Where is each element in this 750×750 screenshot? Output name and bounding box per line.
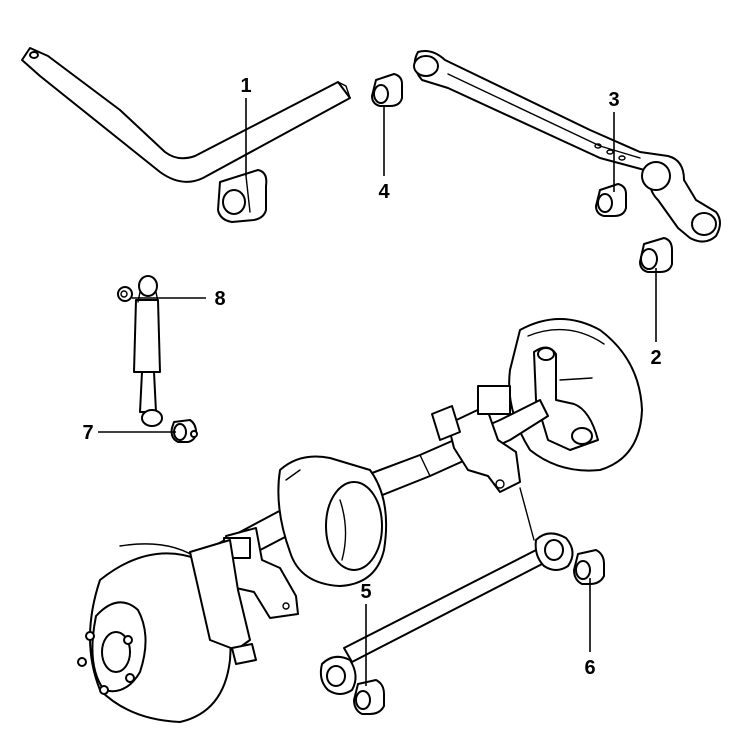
callout-6: 6	[584, 657, 595, 679]
callout-2: 2	[650, 347, 661, 369]
bush-5	[353, 679, 385, 715]
callout-1: 1	[240, 75, 251, 97]
bush-3	[595, 183, 627, 217]
lower-control-arm	[319, 487, 574, 695]
shock-bush-8	[117, 286, 133, 302]
shock-bush-7	[170, 419, 198, 443]
callout-8: 8	[214, 288, 225, 310]
callout-labels: 1 2 3 4 5 6 7 8	[82, 75, 661, 679]
right-brake-assembly	[508, 318, 643, 472]
callout-5: 5	[360, 581, 371, 603]
left-brake-disc	[77, 539, 257, 723]
callout-7: 7	[82, 422, 93, 444]
upper-control-arm	[413, 50, 721, 243]
callout-3: 3	[608, 89, 619, 111]
callout-4: 4	[378, 181, 390, 203]
bush-2	[639, 237, 673, 273]
differential-housing	[277, 455, 388, 587]
bush-4	[371, 73, 403, 107]
stabilizer-bush-1	[217, 169, 268, 223]
bush-6	[573, 549, 605, 585]
shock-absorber	[133, 275, 163, 427]
leader-lines	[98, 98, 657, 686]
anti-roll-bar	[21, 47, 351, 183]
